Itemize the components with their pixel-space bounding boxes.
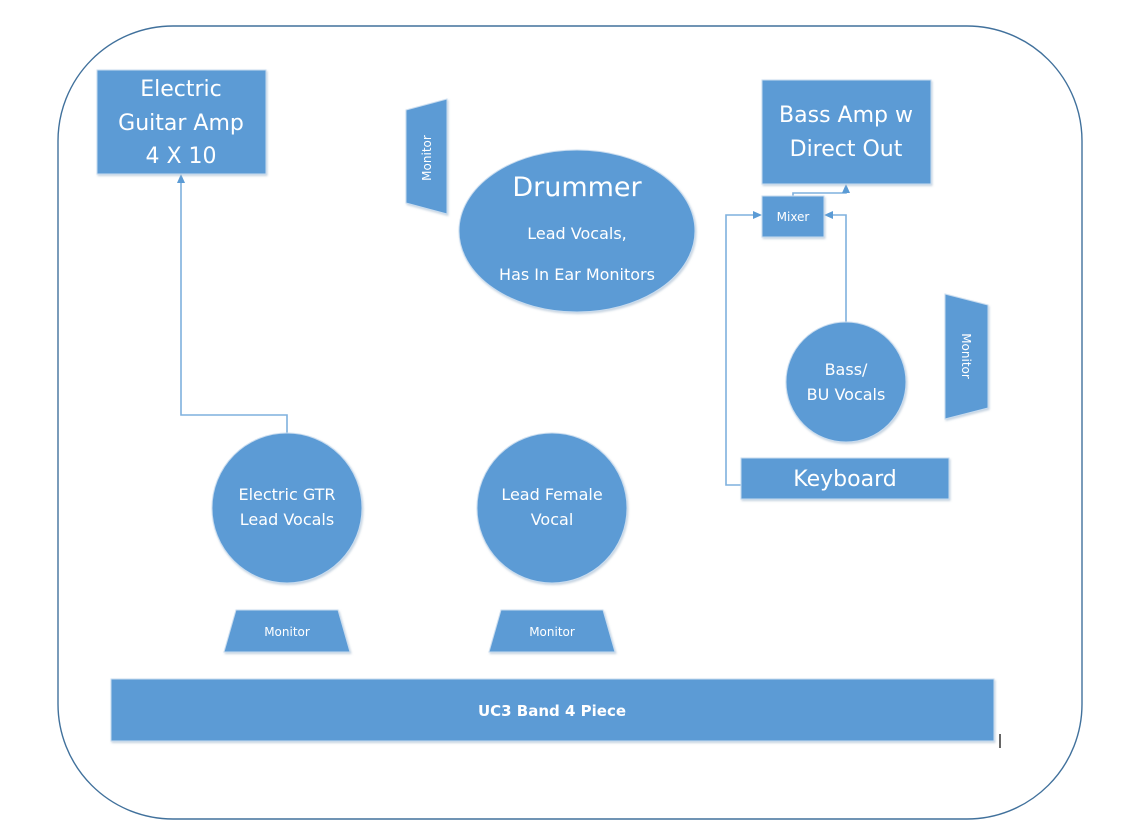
monitor-bass[interactable]: Monitor	[944, 293, 989, 420]
monitor-bass-shape	[944, 293, 989, 420]
drummer-line-2: Has In Ear Monitors	[499, 265, 655, 284]
guitarist-line-1: Electric GTR	[238, 485, 335, 504]
connector-mixer-to-bass-amp	[792, 192, 847, 196]
stage-front-label: UC3 Band 4 Piece	[478, 702, 626, 720]
mixer-label: Mixer	[777, 210, 810, 224]
electric-guitar-amp-line-1: Electric	[140, 77, 222, 102]
bass-player-circle	[785, 321, 907, 443]
connector-keyboard-to-mixer	[725, 214, 754, 486]
arrowhead-bass-amp	[842, 184, 850, 193]
monitor-lead-female[interactable]: Monitor	[488, 609, 616, 653]
bass-amp-line-1: Bass Amp w	[779, 103, 913, 128]
monitor-drummer[interactable]: Monitor	[405, 98, 448, 215]
keyboard-label: Keyboard	[793, 467, 896, 492]
arrowhead-guitar-amp	[177, 174, 185, 183]
drummer[interactable]: Drummer Lead Vocals, Has In Ear Monitors	[458, 149, 696, 313]
electric-guitar-amp-box	[96, 69, 267, 175]
lead-female-vocal[interactable]: Lead Female Vocal	[476, 432, 628, 584]
connector-guitar-to-amp	[180, 182, 288, 433]
monitor-bass-label: Monitor	[959, 333, 973, 379]
monitor-guitarist-label: Monitor	[264, 625, 310, 639]
electric-guitar-amp-line-2: Guitar Amp	[118, 111, 244, 136]
drummer-title: Drummer	[512, 172, 642, 203]
keyboard[interactable]: Keyboard	[740, 457, 950, 500]
lead-female-line-1: Lead Female	[501, 485, 602, 504]
bass-player[interactable]: Bass/ BU Vocals	[785, 321, 907, 443]
guitarist-line-2: Lead Vocals	[240, 510, 334, 529]
connector-bass-to-mixer	[832, 214, 847, 322]
lead-female-line-2: Vocal	[531, 510, 574, 529]
keyboard-box	[740, 457, 950, 500]
stage-front-bar[interactable]: UC3 Band 4 Piece	[110, 678, 995, 742]
lead-female-circle	[476, 432, 628, 584]
guitarist[interactable]: Electric GTR Lead Vocals	[211, 432, 363, 584]
bass-amp-box	[761, 79, 932, 185]
arrowhead-mixer-right	[824, 211, 833, 219]
monitor-lead-female-shape	[488, 609, 616, 653]
drummer-ellipse	[458, 149, 696, 313]
mixer[interactable]: Mixer	[761, 195, 825, 238]
monitor-guitarist-shape	[223, 609, 351, 653]
bass-player-line-1: Bass/	[825, 360, 868, 379]
electric-guitar-amp-line-3: 4 X 10	[145, 144, 216, 169]
electric-guitar-amp[interactable]: Electric Guitar Amp 4 X 10	[96, 69, 267, 175]
bass-amp[interactable]: Bass Amp w Direct Out	[761, 79, 932, 185]
mixer-box	[761, 195, 825, 238]
monitor-drummer-label: Monitor	[420, 135, 434, 181]
stage-front-box	[110, 678, 995, 742]
guitarist-circle	[211, 432, 363, 584]
monitor-guitarist[interactable]: Monitor	[223, 609, 351, 653]
monitor-lead-female-label: Monitor	[529, 625, 575, 639]
drummer-line-1: Lead Vocals,	[527, 224, 626, 243]
monitor-drummer-shape	[405, 98, 448, 215]
arrowhead-mixer-left	[753, 211, 762, 219]
bass-player-line-2: BU Vocals	[807, 385, 886, 404]
bass-amp-line-2: Direct Out	[790, 137, 903, 162]
stage-border	[57, 25, 1083, 820]
